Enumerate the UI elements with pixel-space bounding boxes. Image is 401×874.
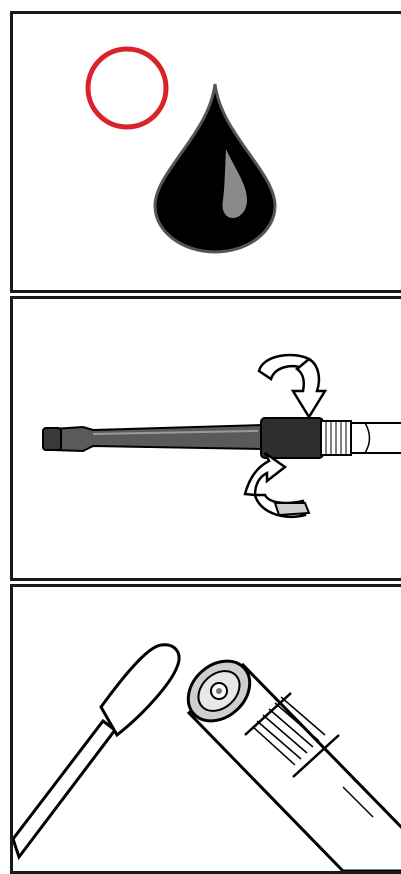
rotate-arrow-icon bbox=[243, 353, 328, 518]
camera-connector-icon bbox=[186, 659, 401, 871]
no-oil-illustration bbox=[85, 46, 277, 254]
panel-cleaning bbox=[10, 584, 401, 874]
probe-shaft-icon bbox=[42, 423, 264, 453]
oil-drop-icon bbox=[153, 83, 277, 254]
panel-no-oil bbox=[10, 11, 401, 293]
cleaning-illustration bbox=[13, 643, 401, 871]
connector-nut-icon bbox=[260, 417, 401, 459]
no-symbol-circle-icon bbox=[85, 46, 169, 130]
swab-icon bbox=[13, 643, 181, 861]
panel-connector-rotate bbox=[10, 296, 401, 581]
connector-illustration bbox=[42, 353, 401, 518]
